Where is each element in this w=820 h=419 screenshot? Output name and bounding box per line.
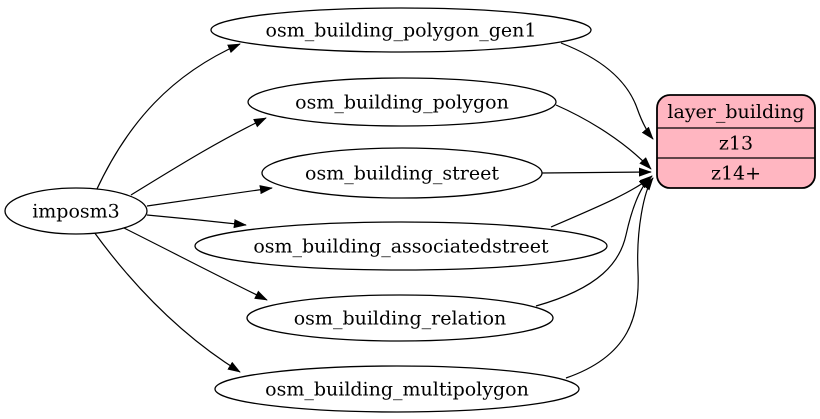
- street-label: osm_building_street: [305, 163, 499, 185]
- edge-imposm3-to-street: [146, 185, 273, 207]
- table-node-osm-building-relation: osm_building_relation: [246, 294, 554, 342]
- table-node-osm-building-polygon-gen1: osm_building_polygon_gen1: [210, 7, 592, 53]
- layer-building-box: [656, 94, 816, 189]
- associatedstreet-ellipse: [194, 221, 608, 271]
- imposm3-label: imposm3: [32, 201, 120, 223]
- multipolygon-ellipse: [214, 365, 580, 413]
- layer-building-row-z13: z13: [719, 133, 753, 155]
- polygon-gen1-label: osm_building_polygon_gen1: [266, 20, 537, 42]
- street-ellipse: [261, 147, 543, 199]
- layer-building-title: layer_building: [667, 101, 804, 123]
- relation-ellipse: [246, 294, 554, 342]
- edge-street-to-z14: [541, 167, 652, 177]
- relation-label: osm_building_relation: [294, 308, 507, 330]
- associatedstreet-label: osm_building_associatedstreet: [253, 236, 549, 258]
- edge-imposm3-to-polygon: [130, 117, 267, 196]
- edge-multipolygon-to-z14: [565, 177, 654, 379]
- table-node-osm-building-polygon: osm_building_polygon: [247, 77, 557, 127]
- layer-building-row-z14: z14+: [711, 163, 761, 185]
- edge-imposm3-to-multipolygon: [93, 231, 241, 373]
- edge-imposm3-to-relation: [123, 227, 268, 301]
- table-node-osm-building-street: osm_building_street: [261, 147, 543, 199]
- polygon-gen1-ellipse: [210, 7, 592, 53]
- polygon-label: osm_building_polygon: [295, 92, 509, 114]
- edge-relation-to-z14: [535, 175, 653, 307]
- edge-imposm3-to-polygon-gen1: [95, 43, 241, 192]
- imposm3-ellipse: [4, 187, 148, 235]
- layer-building-node: layer_building z13 z14+: [656, 94, 816, 189]
- edge-imposm3-to-associatedstreet: [146, 214, 247, 229]
- edge-group: [93, 42, 654, 379]
- edge-polygon-gen1-to-z13: [560, 42, 654, 140]
- polygon-ellipse: [247, 77, 557, 127]
- table-node-osm-building-associatedstreet: osm_building_associatedstreet: [194, 221, 608, 271]
- node-imposm3: imposm3: [4, 187, 148, 235]
- table-node-osm-building-multipolygon: osm_building_multipolygon: [214, 365, 580, 413]
- multipolygon-label: osm_building_multipolygon: [265, 379, 529, 401]
- edge-polygon-to-z14: [555, 104, 652, 170]
